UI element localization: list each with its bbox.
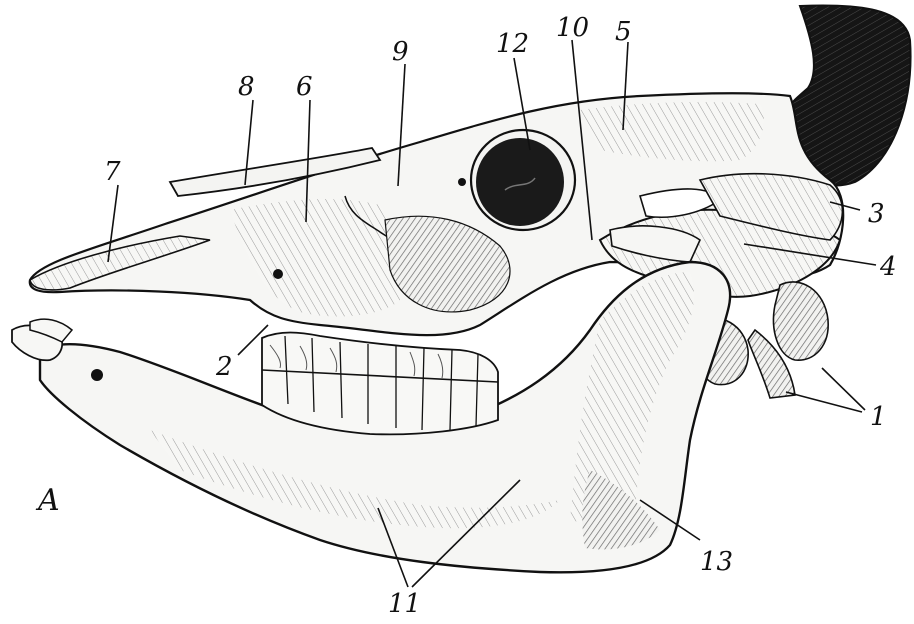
label-5: 5: [615, 17, 632, 47]
label-6: 6: [296, 72, 313, 102]
panel-letter: A: [35, 483, 60, 518]
label-8: 8: [238, 72, 255, 102]
label-11: 11: [388, 589, 421, 619]
label-13: 13: [700, 547, 733, 577]
label-1: 1: [870, 402, 887, 432]
label-3: 3: [868, 199, 885, 229]
label-2: 2: [215, 352, 233, 382]
label-12: 12: [496, 29, 529, 59]
label-7: 7: [104, 157, 121, 187]
label-9: 9: [392, 37, 409, 67]
orbit: [471, 130, 575, 230]
teeth: [262, 333, 498, 435]
label-10: 10: [556, 13, 589, 43]
label-4: 4: [879, 252, 897, 282]
